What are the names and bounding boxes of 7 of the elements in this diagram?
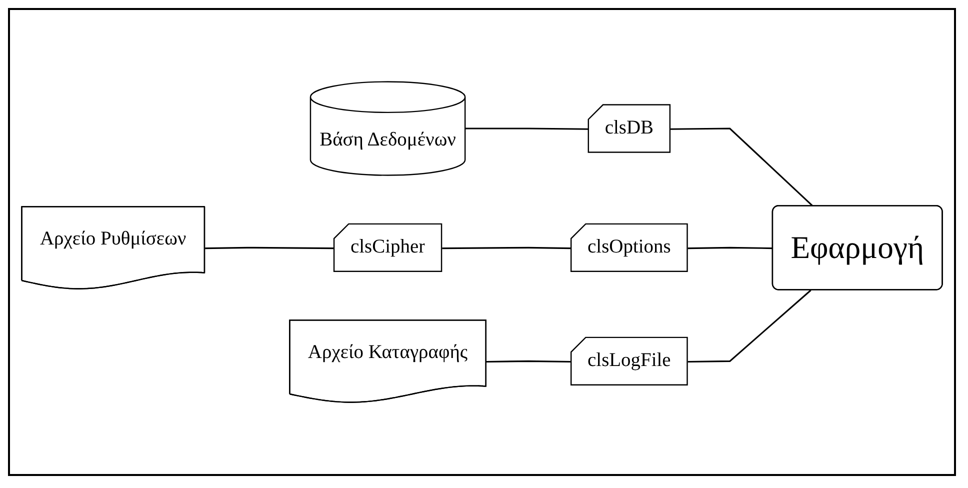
connector	[205, 246, 335, 250]
connector	[442, 246, 572, 250]
connector	[688, 246, 774, 250]
connector	[486, 360, 572, 363]
connector	[465, 128, 589, 130]
connector	[670, 128, 814, 207]
connector	[688, 290, 812, 363]
